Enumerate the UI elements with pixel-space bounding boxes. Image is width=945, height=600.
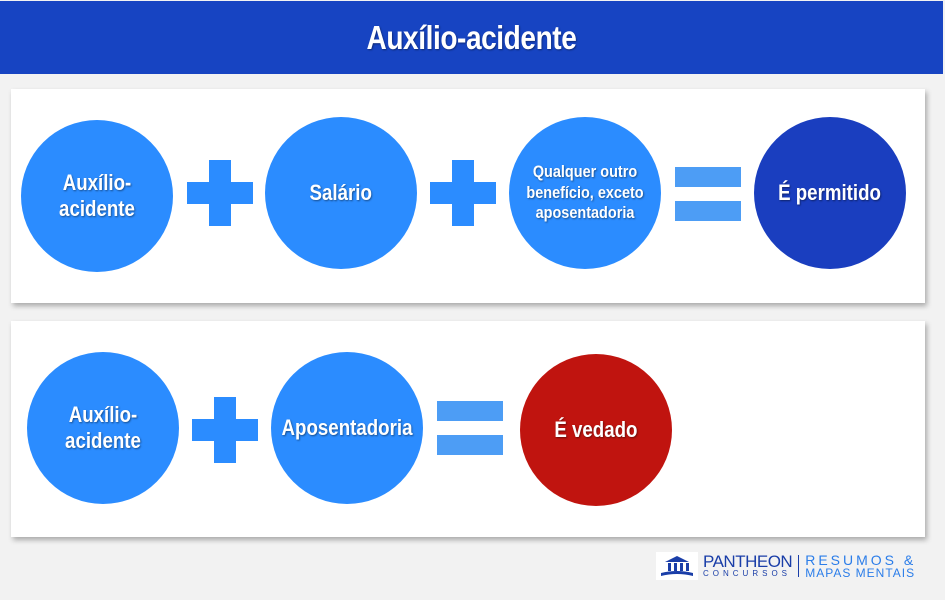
circle-aposentadoria: Aposentadoria bbox=[271, 352, 423, 504]
circle-permitido: É permitido bbox=[754, 117, 906, 269]
temple-icon bbox=[656, 551, 698, 580]
plus-icon bbox=[430, 160, 496, 226]
circle-auxilio: Auxílio-acidente bbox=[21, 120, 173, 272]
logo-tag1: RESUMOS & bbox=[805, 551, 917, 568]
page-title: Auxílio-acidente bbox=[366, 18, 577, 56]
equals-icon bbox=[437, 401, 503, 455]
logo-divider bbox=[798, 554, 800, 577]
circle-outro-beneficio: Qualquer outro benefício, exceto aposent… bbox=[509, 117, 661, 269]
logo-tag2: MAPAS MENTAIS bbox=[805, 565, 916, 580]
logo-sub: CONCURSOS bbox=[703, 569, 792, 578]
header: Auxílio-acidente bbox=[0, 1, 943, 74]
circle-salario: Salário bbox=[265, 117, 417, 269]
panel-permitted: Auxílio-acidente Salário Qualquer outro … bbox=[11, 89, 925, 303]
equals-icon bbox=[675, 167, 741, 221]
panel-forbidden: Auxílio-acidente Aposentadoria É vedado bbox=[11, 321, 925, 537]
plus-icon bbox=[192, 397, 258, 463]
plus-icon bbox=[187, 160, 253, 226]
circle-vedado: É vedado bbox=[520, 354, 672, 506]
circle-auxilio: Auxílio-acidente bbox=[27, 352, 179, 504]
logo-brand: PANTHEON bbox=[703, 552, 793, 571]
